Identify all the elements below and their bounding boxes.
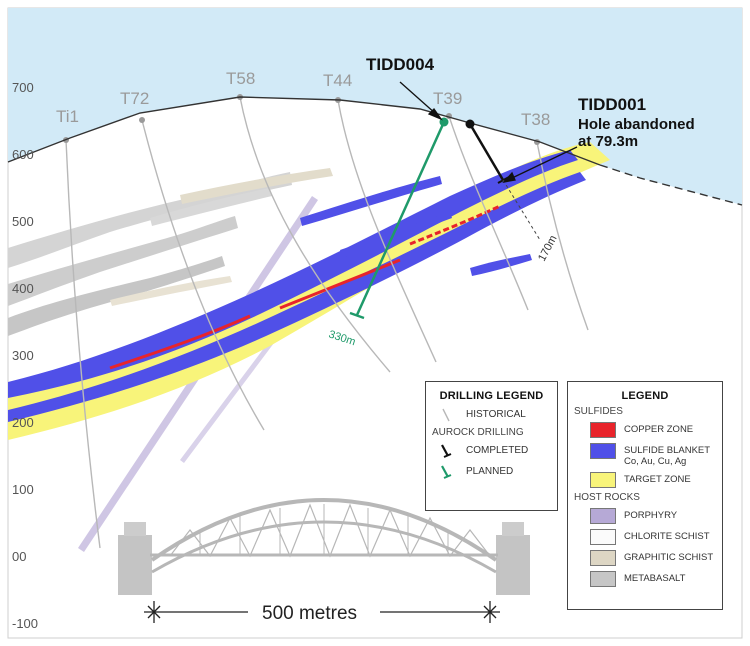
- tidd001-note-line2: at 79.3m: [578, 133, 638, 150]
- harbour-bridge-scale-icon: [118, 498, 530, 595]
- sulfide-blanket-swatch: [590, 443, 616, 459]
- porphyry-swatch: [590, 508, 616, 524]
- legend-row-metabasalt: METABASALT: [576, 571, 722, 587]
- tidd004-label: TIDD004: [366, 55, 435, 74]
- sulfide-blanket-label: SULFIDE BLANKET: [624, 445, 711, 456]
- topography-line: [7, 96, 601, 166]
- copper-zone-label: COPPER ZONE: [624, 424, 694, 435]
- elevation-label: 300: [12, 348, 34, 363]
- tidd001-note-line1: Hole abandoned: [578, 116, 695, 133]
- target-zone-swatch: [590, 472, 616, 488]
- scale-bar-label: 500 metres: [262, 603, 357, 624]
- legend-row-historical: HISTORICAL: [434, 407, 557, 423]
- host-rocks-heading: HOST ROCKS: [574, 492, 640, 503]
- sulfide-blanket-metals: Co, Au, Cu, Ag: [624, 456, 687, 467]
- elevation-label: 400: [12, 281, 34, 296]
- hole-labels: Ti1 T72 T58 T44 T39 T38: [56, 69, 550, 129]
- hole-label-t38: T38: [521, 110, 550, 129]
- legend-row-sulfide-blanket: SULFIDE BLANKET Co, Au, Cu, Ag: [576, 443, 722, 467]
- historical-label: HISTORICAL: [466, 409, 526, 420]
- aurock-drilling-heading: AUROCK DRILLING: [432, 427, 524, 438]
- planned-hole-icon: [441, 465, 452, 479]
- drilling-legend-title: DRILLING LEGEND: [439, 390, 544, 402]
- elevation-label: -100: [12, 616, 38, 631]
- hole-label-ti1: Ti1: [56, 107, 79, 126]
- legend-row-completed: COMPLETED: [434, 443, 557, 459]
- porphyry-label: PORPHYRY: [624, 510, 678, 521]
- topography-line-projected: [599, 164, 743, 206]
- graphitic-schist-bands: [110, 168, 333, 306]
- elevation-label: 500: [12, 214, 34, 229]
- historical-holes: [65, 96, 589, 549]
- chlorite-schist-swatch: [590, 529, 616, 545]
- elevation-axis: 700 600 500 400 300 200 100 00 -100: [12, 80, 38, 631]
- legend-row-graphitic-schist: GRAPHITIC SCHIST: [576, 550, 722, 566]
- scale-bar: [144, 601, 500, 623]
- tidd001-completed-hole: [465, 119, 541, 241]
- elevation-label: 200: [12, 415, 34, 430]
- completed-hole-icon: [441, 444, 452, 458]
- legend-row-target-zone: TARGET ZONE: [576, 472, 722, 488]
- sky-area: [8, 8, 742, 205]
- hole-label-t44: T44: [323, 71, 352, 90]
- tidd001-label: TIDD001: [578, 95, 646, 114]
- copper-zone-swatch: [590, 422, 616, 438]
- drilling-legend: DRILLING LEGEND HISTORICAL AUROCK DRILLI…: [425, 381, 558, 511]
- historical-hole-icon: [442, 408, 450, 422]
- legend-row-planned: PLANNED: [434, 464, 557, 480]
- chlorite-schist-label: CHLORITE SCHIST: [624, 531, 710, 542]
- completed-label: COMPLETED: [466, 445, 529, 456]
- elevation-label: 600: [12, 147, 34, 162]
- graphitic-schist-swatch: [590, 550, 616, 566]
- metabasalt-swatch: [590, 571, 616, 587]
- elevation-label: 00: [12, 549, 26, 564]
- rock-legend: LEGEND SULFIDES COPPER ZONE SULFIDE BLAN…: [567, 381, 723, 610]
- graphitic-schist-label: GRAPHITIC SCHIST: [624, 552, 714, 563]
- copper-zone: [109, 204, 501, 370]
- sulfides-heading: SULFIDES: [574, 406, 623, 417]
- hole-label-t72: T72: [120, 89, 149, 108]
- sulfide-blanket: [8, 150, 586, 422]
- planned-label: PLANNED: [466, 466, 514, 477]
- callout-arrows: [399, 81, 578, 183]
- metabasalt-label: METABASALT: [624, 573, 686, 584]
- target-zone-label: TARGET ZONE: [624, 474, 691, 485]
- elevation-label: 700: [12, 80, 34, 95]
- legend-row-copper-zone: COPPER ZONE: [576, 422, 722, 438]
- legend-row-chlorite-schist: CHLORITE SCHIST: [576, 529, 722, 545]
- legend-row-porphyry: PORPHYRY: [576, 508, 722, 524]
- hole-label-t39: T39: [433, 89, 462, 108]
- hole-label-t58: T58: [226, 69, 255, 88]
- elevation-label: 100: [12, 482, 34, 497]
- rock-legend-title: LEGEND: [621, 390, 669, 402]
